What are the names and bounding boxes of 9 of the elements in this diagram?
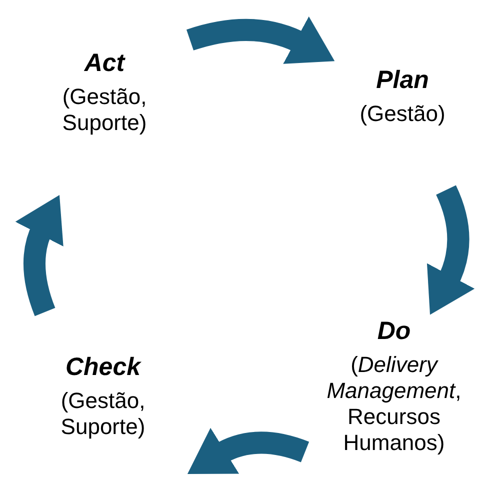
phase-title: Act (83, 48, 126, 78)
phase-owner-text: (Delivery Management, Recursos Humanos) (326, 352, 462, 456)
phase-title: Check (64, 352, 142, 382)
curved-arrow (186, 16, 336, 65)
phase-title: Do (376, 316, 412, 346)
phase-owner-text: (Gestão, Suporte) (61, 84, 148, 136)
phase-owner-text: (Gestão, Suporte) (60, 388, 146, 440)
phase-title: Plan (375, 65, 430, 95)
phase-owner-text: (Gestão) (358, 101, 446, 127)
